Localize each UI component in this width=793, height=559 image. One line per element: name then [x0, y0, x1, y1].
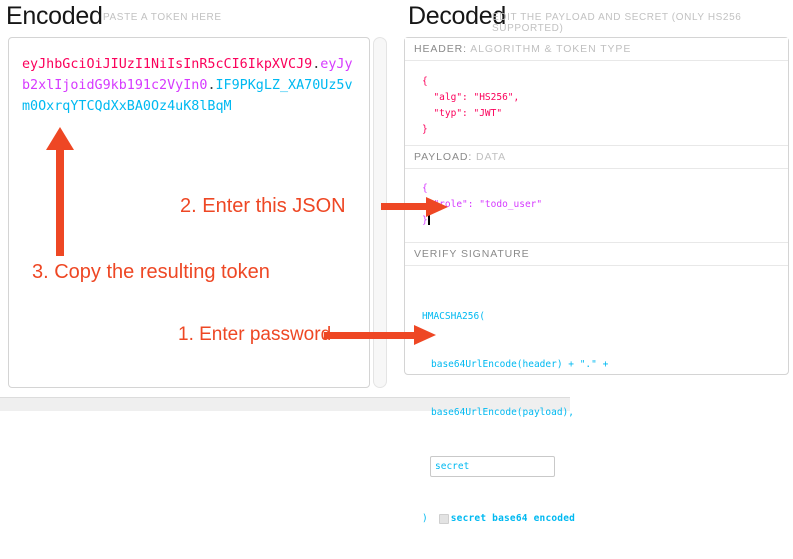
jwt-header-segment: eyJhbGciOiJIUzI1NiIsInR5cCI6IkpXVCJ9 [22, 57, 313, 72]
base64-encoded-checkbox[interactable] [438, 514, 449, 524]
step1-arrowhead-icon [414, 325, 436, 345]
encoded-subtitle: PASTE A TOKEN HERE [103, 12, 222, 23]
decoded-panel: HEADER: ALGORITHM & TOKEN TYPE { "alg": … [404, 37, 789, 524]
jwt-dot-1: . [312, 57, 321, 72]
header-json-code: { "alg": "HS256", "typ": "JWT" } [405, 62, 788, 146]
decoded-title: Decoded [408, 2, 506, 30]
decoded-subtitle: EDIT THE PAYLOAD AND SECRET (ONLY HS256 … [492, 12, 742, 34]
encoded-token-textarea[interactable]: eyJhbGciOiJIUzI1NiIsInR5cCI6IkpXVCJ9.eyJ… [8, 37, 370, 388]
payload-json-editor[interactable]: { "role": "todo_user" } [405, 170, 788, 243]
sig-code-line-2: base64UrlEncode(header) + "." + [431, 359, 609, 370]
header-section-label: HEADER: ALGORITHM & TOKEN TYPE [405, 38, 788, 61]
payload-label-strong: PAYLOAD: [414, 151, 473, 163]
step3-annotation: 3. Copy the resulting token [32, 261, 270, 283]
sig-code-line-1: HMACSHA256( [422, 311, 485, 322]
jwt-payload-segment: eyJyb2xlIjoidG9kb191c2VyIn0 [22, 57, 353, 93]
signature-code-block: HMACSHA256( base64UrlEncode(header) + ".… [405, 264, 788, 524]
verify-label-text: VERIFY SIGNATURE [414, 248, 530, 260]
jwt-token-text[interactable]: eyJhbGciOiJIUzI1NiIsInR5cCI6IkpXVCJ9.eyJ… [22, 54, 356, 117]
base64-encoded-label: secret base64 encoded [450, 513, 576, 524]
step1-arrow-shaft [324, 332, 414, 339]
step3-arrow-shaft [56, 149, 64, 256]
step2-arrowhead-icon [426, 197, 448, 217]
jwt-dot-2: . [207, 78, 216, 93]
sig-close-paren: ) [422, 513, 428, 524]
step1-annotation: 1. Enter password [178, 324, 332, 345]
jwt-signature-segment: IF9PKgLZ_XA70Uz5vm0OxrqYTCQdXxBA0Oz4uK8l… [22, 78, 353, 114]
header-label-rest: ALGORITHM & TOKEN TYPE [466, 43, 632, 55]
column-scrollbar[interactable] [373, 37, 387, 388]
step2-arrow-shaft [381, 203, 426, 210]
footer-band [0, 397, 570, 411]
payload-text-cursor [428, 212, 430, 225]
step3-arrowhead-icon [46, 127, 74, 150]
sig-code-line-3: base64UrlEncode(payload), [431, 407, 574, 418]
payload-label-rest: DATA [472, 151, 507, 163]
step2-annotation: 2. Enter this JSON [180, 195, 346, 217]
verify-signature-label: VERIFY SIGNATURE [405, 243, 788, 266]
encoded-title: Encoded [6, 2, 103, 30]
header-label-strong: HEADER: [414, 43, 467, 55]
secret-input[interactable] [430, 456, 555, 477]
payload-section-label: PAYLOAD: DATA [405, 146, 788, 169]
